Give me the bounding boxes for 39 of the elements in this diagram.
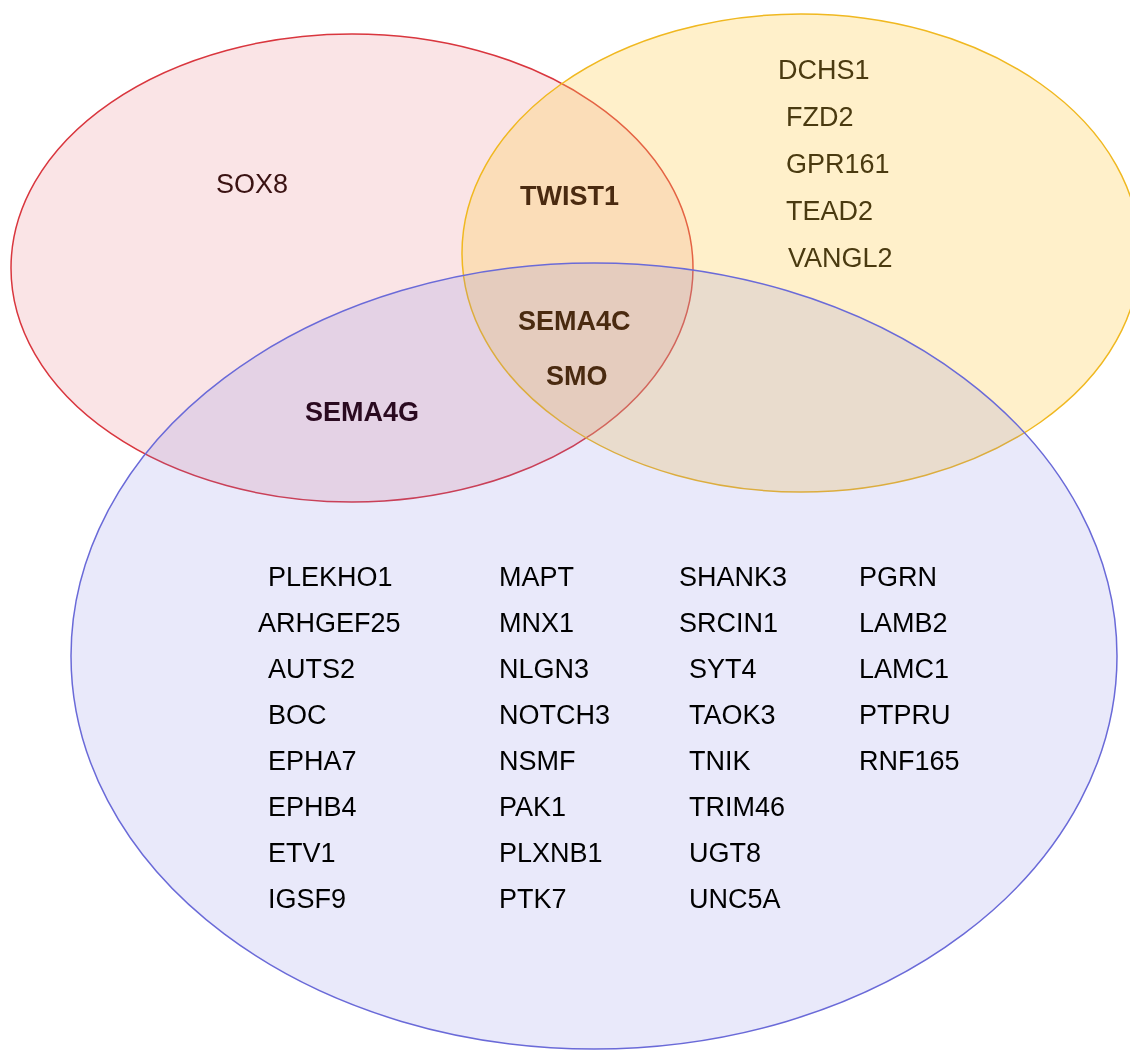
gene-label: SYT4 [689, 653, 757, 685]
gene-label: PTK7 [499, 883, 567, 915]
gene-label: VANGL2 [788, 242, 893, 274]
gene-label: RNF165 [859, 745, 960, 777]
gene-label: PGRN [859, 561, 937, 593]
gene-label: MAPT [499, 561, 574, 593]
gene-label: LAMB2 [859, 607, 948, 639]
gene-label: IGSF9 [268, 883, 347, 915]
gene-label: SMO [546, 360, 608, 392]
gene-label: PAK1 [499, 791, 567, 823]
gene-label: TNIK [689, 745, 751, 777]
gene-label: SRCIN1 [679, 607, 779, 639]
gene-label: SOX8 [216, 168, 289, 200]
gene-label: LAMC1 [859, 653, 950, 685]
gene-label: UGT8 [689, 837, 761, 869]
gene-label: PLXNB1 [499, 837, 603, 869]
gene-label: AUTS2 [268, 653, 356, 685]
gene-label: DCHS1 [778, 54, 870, 86]
gene-label: MNX1 [499, 607, 574, 639]
gene-label: BOC [268, 699, 327, 731]
gene-label: PTPRU [859, 699, 951, 731]
gene-label: SEMA4C [518, 305, 631, 337]
gene-label: SHANK3 [679, 561, 788, 593]
gene-label: SEMA4G [305, 396, 420, 428]
gene-label: NOTCH3 [499, 699, 610, 731]
gene-label: TAOK3 [689, 699, 776, 731]
gene-label: ETV1 [268, 837, 336, 869]
gene-label: EPHB4 [268, 791, 357, 823]
gene-label: PLEKHO1 [268, 561, 393, 593]
gene-label: EPHA7 [268, 745, 357, 777]
gene-label: TEAD2 [786, 195, 874, 227]
gene-label: TWIST1 [520, 180, 619, 212]
gene-label: NLGN3 [499, 653, 590, 685]
gene-label: TRIM46 [689, 791, 786, 823]
gene-label: GPR161 [786, 148, 890, 180]
gene-label: UNC5A [689, 883, 781, 915]
gene-label: NSMF [499, 745, 576, 777]
gene-label: ARHGEF25 [258, 607, 401, 639]
gene-label: FZD2 [786, 101, 854, 133]
